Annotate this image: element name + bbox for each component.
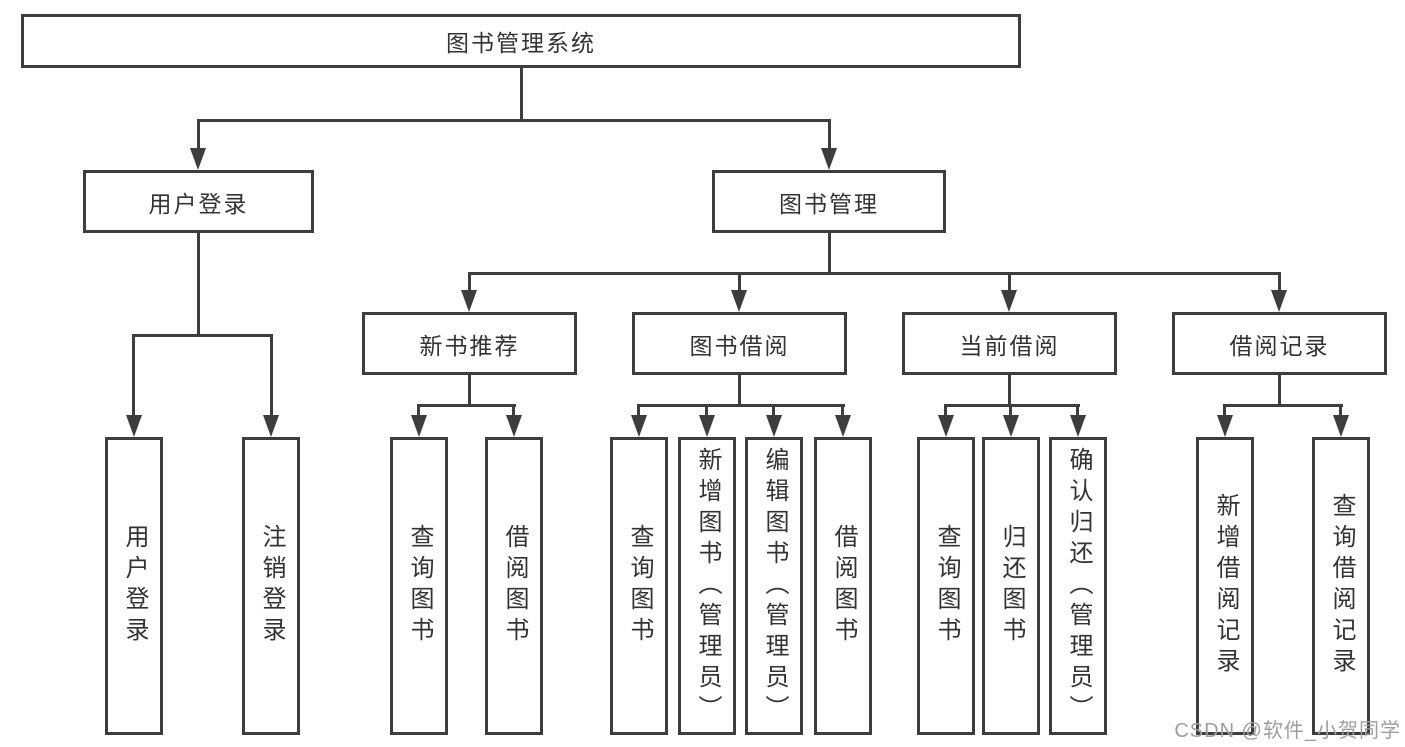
connector-line [1339,404,1342,417]
connector-line [197,233,200,337]
arrow-down-icon [699,415,715,437]
connector-line [841,404,844,417]
arrow-down-icon [731,290,747,312]
node-library-system-label: 图书管理系统 [446,30,596,56]
leaf-query-book-newbook-label: 查询图书 [406,524,433,648]
arrow-down-icon [506,415,522,437]
arrow-down-icon [1271,290,1287,312]
connector-line [637,404,845,407]
leaf-confirm-return-admin-label: 确认归还（管理员） [1065,446,1092,726]
arrow-down-icon [1070,415,1086,437]
leaf-borrow-book-borrow: 借阅图书 [814,437,872,735]
connector-line [1076,404,1079,417]
connector-line [1008,272,1011,292]
connector-line [468,375,471,407]
leaf-confirm-return-admin: 确认归还（管理员） [1049,437,1107,735]
arrow-down-icon [766,415,782,437]
leaf-query-borrow-record: 查询借阅记录 [1312,437,1370,735]
leaf-borrow-book-newbook: 借阅图书 [485,437,543,735]
node-user-login: 用户登录 [83,170,314,233]
connector-line [772,404,775,417]
leaf-query-book-current: 查询图书 [917,437,975,735]
arrow-down-icon [821,148,837,170]
node-current-borrow-label: 当前借阅 [959,332,1060,359]
connector-line [1009,404,1012,417]
leaf-query-book-borrow-label: 查询图书 [626,524,653,648]
watermark-text: CSDN @软件_小贺同学 [1174,720,1401,742]
arrow-down-icon [126,415,142,437]
leaf-query-book-newbook: 查询图书 [390,437,448,735]
arrow-down-icon [631,415,647,437]
leaf-edit-book-admin: 编辑图书（管理员） [745,437,803,735]
arrow-down-icon [461,290,477,312]
connector-line [1278,272,1281,292]
node-book-management-label: 图书管理 [779,190,879,217]
connector-line [1223,404,1226,417]
node-book-management: 图书管理 [712,170,946,233]
arrow-down-icon [1003,415,1019,437]
leaf-add-book-admin: 新增图书（管理员） [678,437,736,735]
connector-line [512,404,515,417]
leaf-add-borrow-record: 新增借阅记录 [1196,437,1254,735]
leaf-logout-label: 注销登录 [258,524,285,648]
connector-line [132,334,273,337]
arrow-down-icon [938,415,954,437]
node-book-borrow: 图书借阅 [632,312,847,375]
leaf-user-login: 用户登录 [105,437,163,735]
connector-line [270,334,273,417]
arrow-down-icon [263,415,279,437]
connector-line [944,404,1080,407]
node-new-book-recommend: 新书推荐 [362,312,577,375]
node-borrow-records-label: 借阅记录 [1229,332,1330,359]
node-library-system: 图书管理系统 [21,14,1021,68]
leaf-query-book-current-label: 查询图书 [933,524,960,648]
connector-line [132,334,135,417]
connector-line [520,66,523,122]
arrow-down-icon [1333,415,1349,437]
arrow-down-icon [411,415,427,437]
arrow-down-icon [835,415,851,437]
connector-line [1008,375,1011,407]
connector-line [417,404,516,407]
connector-line [197,119,831,122]
connector-line [738,375,741,407]
arrow-down-icon [1217,415,1233,437]
leaf-return-book: 归还图书 [982,437,1040,735]
connector-line [468,272,1281,275]
leaf-edit-book-admin-label: 编辑图书（管理员） [761,446,788,726]
connector-line [828,233,831,275]
connector-line [738,272,741,292]
leaf-borrow-book-borrow-label: 借阅图书 [830,524,857,648]
connector-line [417,404,420,417]
leaf-logout: 注销登录 [242,437,300,735]
node-user-login-label: 用户登录 [148,190,249,217]
leaf-add-book-admin-label: 新增图书（管理员） [694,446,721,726]
leaf-query-borrow-record-label: 查询借阅记录 [1328,493,1355,679]
connector-line [1223,404,1343,407]
node-current-borrow: 当前借阅 [902,312,1117,375]
arrow-down-icon [190,148,206,170]
arrow-down-icon [1001,290,1017,312]
connector-line [468,272,471,292]
connector-line [705,404,708,417]
node-borrow-records: 借阅记录 [1172,312,1387,375]
leaf-add-borrow-record-label: 新增借阅记录 [1212,493,1239,679]
connector-line [637,404,640,417]
leaf-borrow-book-newbook-label: 借阅图书 [501,524,528,648]
leaf-return-book-label: 归还图书 [998,524,1025,648]
connector-line [197,119,200,152]
node-new-book-recommend-label: 新书推荐 [419,332,520,359]
leaf-query-book-borrow: 查询图书 [610,437,668,735]
leaf-user-login-label: 用户登录 [121,524,148,648]
node-book-borrow-label: 图书借阅 [689,332,790,359]
connector-line [944,404,947,417]
connector-line [1278,375,1281,407]
connector-line [828,119,831,152]
